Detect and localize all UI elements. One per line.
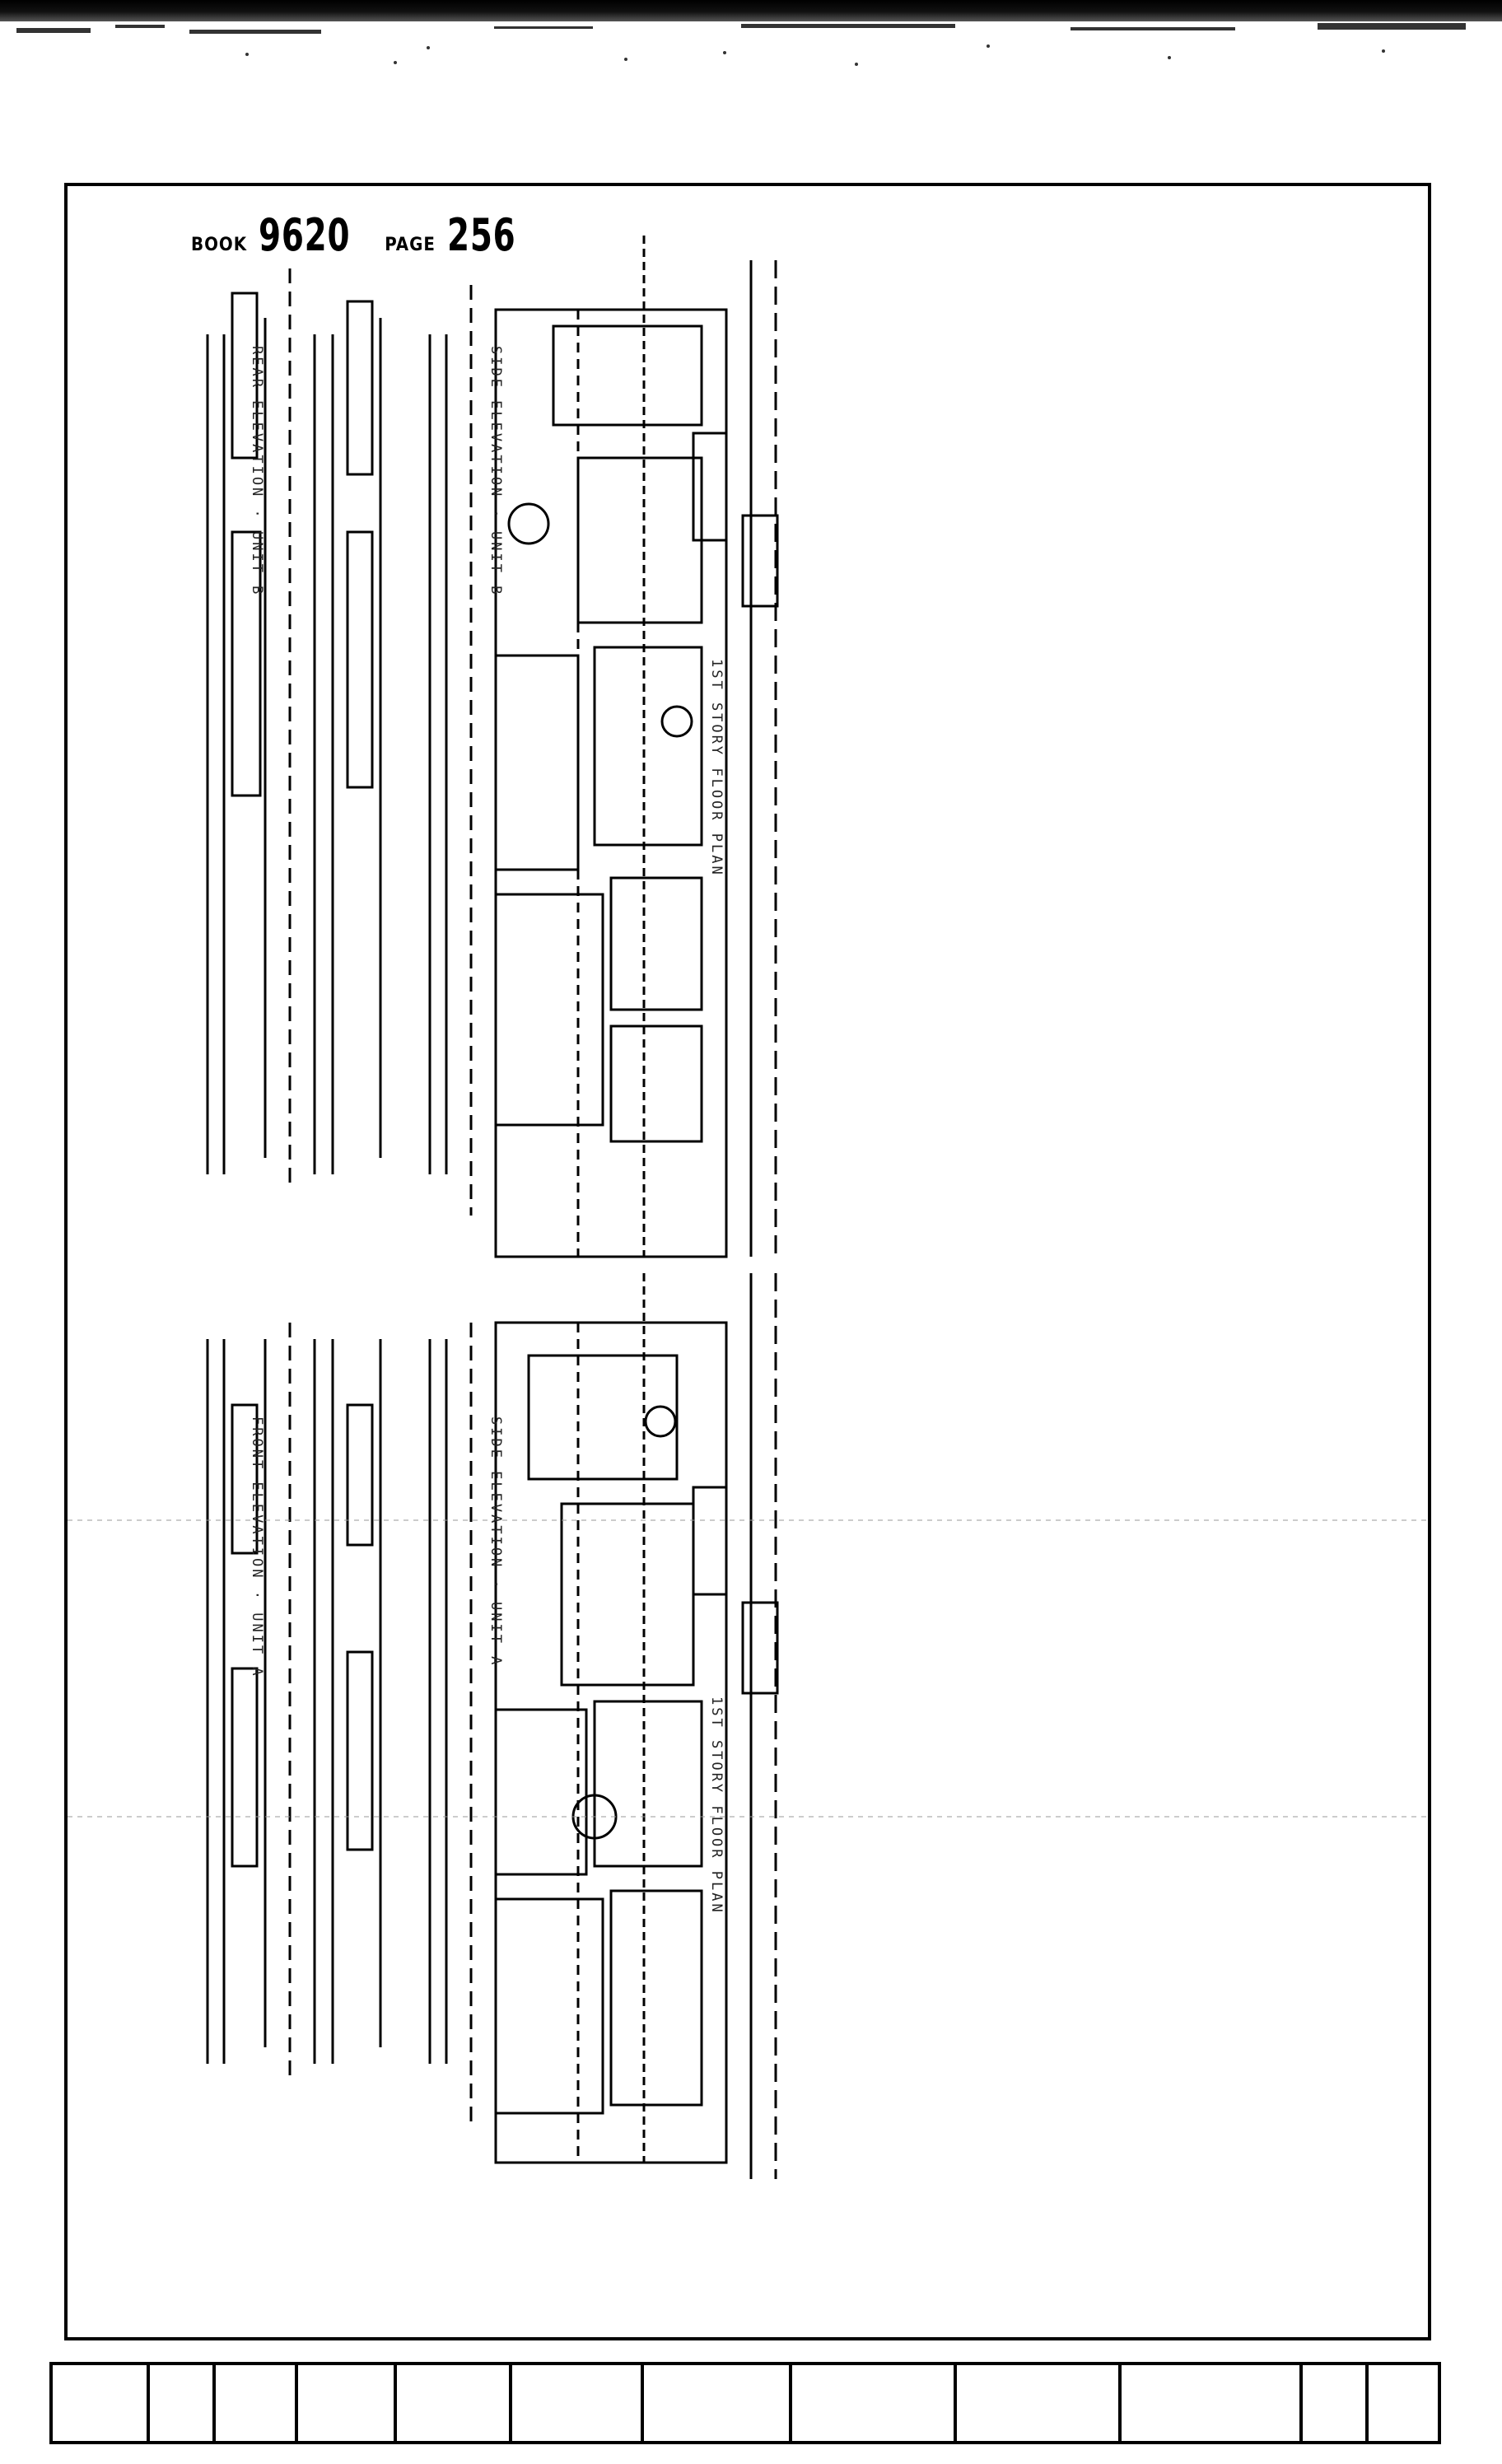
upper-elevation-1 [206,268,292,1183]
blueprint-linework [68,236,1428,2179]
sheet-border [64,183,1431,2340]
upper-elevation-label-1: REAR ELEVATION · UNIT B [249,346,265,597]
lower-elevation-label-1: FRONT ELEVATION · UNIT A [249,1416,265,1678]
lower-elevation-2 [313,1339,382,2064]
lower-floor-plan [494,1273,777,2179]
book-page-stamp: BOOK 9620 PAGE 256 [191,209,533,267]
page-label: PAGE [385,235,436,255]
book-number: 9620 [259,209,351,261]
scan-speckle [16,23,1466,66]
lower-elevation-label-2: SIDE ELEVATION · UNIT A [487,1416,504,1668]
title-block [49,2357,1441,2448]
book-label: BOOK [191,235,248,255]
upper-floor-plan [494,236,777,1258]
upper-elevation-3 [428,285,473,1216]
lower-elevation-1 [206,1323,292,2080]
upper-floor-plan-label: 1ST STORY FLOOR PLAN [708,659,725,877]
upper-elevation-2 [313,300,382,1174]
scan-dark-edge [0,0,1502,21]
page-number: 256 [446,209,516,261]
upper-elevation-label-2: SIDE ELEVATION · UNIT B [487,346,504,597]
lower-elevation-3 [428,1323,473,2130]
lower-floor-plan-label: 1ST STORY FLOOR PLAN [708,1696,725,1915]
architectural-drawing [68,186,1428,2337]
title-block-linework [49,2362,1441,2444]
